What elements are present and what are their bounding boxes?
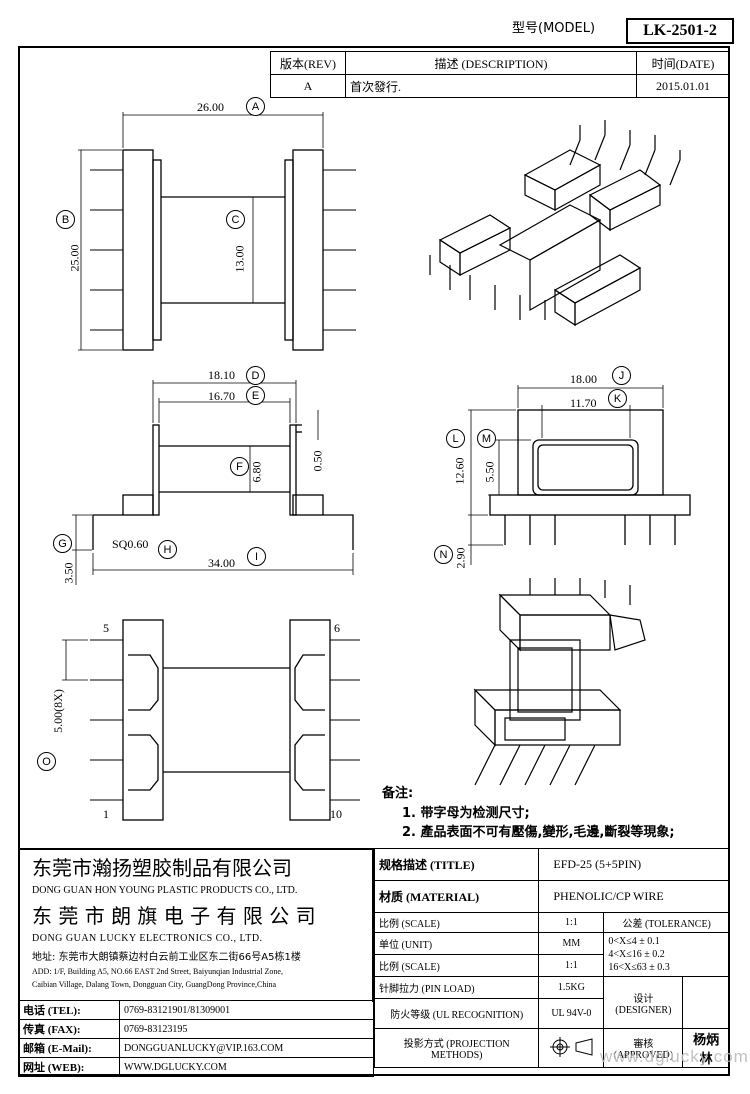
callout-g: G	[53, 534, 72, 553]
company-en-2: DONG GUAN LUCKY ELECTRONICS CO., LTD.	[32, 933, 263, 944]
callout-c: C	[226, 210, 245, 229]
callout-j: J	[612, 366, 631, 385]
callout-b: B	[56, 210, 75, 229]
ul-label: 防火等级 (UL RECOGNITION)	[373, 998, 540, 1029]
model-label: 型号(MODEL)	[512, 21, 596, 36]
designer-value	[682, 976, 730, 1029]
iso-view-top	[429, 120, 681, 327]
dim-d: 18.10	[208, 368, 235, 382]
date-header: 时间(DATE)	[636, 51, 730, 75]
dim-a: 26.00	[197, 100, 224, 114]
company-cn-2: 东 莞 市 朗 旗 电 子 有 限 公 司	[32, 904, 316, 928]
dim-g: 3.50	[61, 562, 76, 584]
unit-label: 单位 (UNIT)	[373, 932, 540, 955]
projection-label: 投影方式 (PROJECTION METHODS)	[373, 1028, 540, 1068]
top-view	[78, 112, 356, 351]
revision-table: 版本(REV) 描述 (DESCRIPTION) 时间(DATE) A 首次發行…	[270, 51, 730, 98]
pin-5-label: 5	[103, 621, 109, 635]
callout-o: O	[37, 752, 56, 771]
dim-k: 11.70	[570, 396, 597, 410]
approver-name: 杨炳林	[682, 1028, 730, 1068]
date-value: 2015.01.01	[636, 74, 730, 98]
dim-h: SQ0.60	[112, 537, 149, 551]
unit-value: MM	[538, 932, 605, 955]
watermark: www.dglucky.com	[600, 1047, 749, 1066]
pin-1-label: 1	[103, 807, 109, 821]
dim-n: 2.90	[453, 547, 468, 569]
address-en-1: ADD: 1/F, Building A5, NO.66 EAST 2nd St…	[32, 967, 283, 976]
address-en-2: Caibian Village, Dalang Town, Dongguan C…	[32, 980, 277, 989]
dim-j: 18.00	[570, 372, 597, 386]
email-label: 邮箱 (E-Mail):	[18, 1038, 120, 1058]
side-view	[468, 385, 691, 565]
callout-l: L	[446, 429, 465, 448]
dim-l: 12.60	[452, 457, 467, 485]
designer-label: 设计 (DESIGNER)	[603, 976, 684, 1029]
fax-value: 0769-83123195	[119, 1019, 374, 1039]
projection-icon	[550, 1036, 593, 1057]
rev-header: 版本(REV)	[270, 51, 346, 75]
callout-i: I	[247, 547, 266, 566]
callout-e: E	[246, 386, 265, 405]
title-value: EFD-25 (5+5PIN)	[538, 848, 730, 881]
drawing-views	[62, 112, 691, 821]
drawing-frame	[18, 46, 730, 1076]
iso-view-bottom	[473, 578, 646, 786]
callout-n: N	[434, 545, 453, 564]
bottom-view	[62, 619, 360, 821]
pin-6-label: 6	[334, 621, 340, 635]
callout-k: K	[608, 389, 627, 408]
tolerance-label: 公差 (TOLERANCE)	[603, 912, 730, 933]
callout-d: D	[246, 366, 265, 385]
address-cn: 地址: 东莞市大朗镇蔡边村白云前工业区东二街66号A5栋1楼	[32, 952, 301, 963]
contact-table: 电话 (TEL): 0769-83121901/81309001 传真 (FAX…	[18, 1000, 374, 1077]
tel-label: 电话 (TEL):	[18, 1000, 120, 1020]
note-2: 2. 產品表面不可有壓傷,變形,毛邊,斷裂等現象;	[402, 825, 675, 840]
company-en-1: DONG GUAN HON YOUNG PLASTIC PRODUCTS CO.…	[32, 885, 298, 896]
notes-title: 备注:	[382, 786, 414, 801]
company-cn-1: 东莞市瀚扬塑胶制品有限公司	[32, 856, 292, 880]
projection-symbol	[538, 1028, 605, 1068]
email-value: DONGGUANLUCKY@VIP.163.COM	[119, 1038, 374, 1058]
scale-value: 1:1	[538, 912, 605, 933]
tolerance-row-1: 0<X≤4 ± 0.1	[608, 936, 660, 947]
fax-label: 传真 (FAX):	[18, 1019, 120, 1039]
web-label: 网址 (WEB):	[18, 1057, 120, 1077]
pin-load-value: 1.5KG	[538, 976, 605, 999]
spec-table: 规格描述 (TITLE) EFD-25 (5+5PIN) 材质 (MATERIA…	[373, 848, 730, 1068]
dim-o: 5.00(8X)	[50, 689, 65, 733]
title-label: 规格描述 (TITLE)	[373, 848, 540, 881]
dim-e: 16.70	[208, 389, 235, 403]
dim-m: 5.50	[482, 461, 497, 483]
material-label: 材质 (MATERIAL)	[373, 880, 540, 913]
pin-load-label: 针脚拉力 (PIN LOAD)	[373, 976, 540, 999]
scale2-label: 比例 (SCALE)	[373, 954, 540, 977]
tolerance-row-3: 16<X≤63 ± 0.3	[608, 962, 670, 973]
dim-c: 13.00	[232, 245, 247, 273]
dim-pin-gap: 0.50	[310, 450, 325, 472]
pin-10-label: 10	[330, 807, 342, 821]
dim-i: 34.00	[208, 556, 235, 570]
tolerance-row-2: 4<X≤16 ± 0.2	[608, 949, 665, 960]
description-value: 首次發行.	[345, 74, 637, 98]
material-value: PHENOLIC/CP WIRE	[538, 880, 730, 913]
model-number: LK-2501-2	[626, 18, 734, 44]
web-value: WWW.DGLUCKY.COM	[119, 1057, 374, 1077]
tel-value: 0769-83121901/81309001	[119, 1000, 374, 1020]
note-1: 1. 带字母为检测尺寸;	[402, 806, 530, 821]
callout-f: F	[230, 457, 249, 476]
dim-f: 6.80	[249, 461, 264, 483]
approved-label: 審核 (APPROVED)	[603, 1028, 684, 1068]
callout-a: A	[246, 97, 265, 116]
dim-b: 25.00	[67, 244, 82, 272]
callout-h: H	[158, 540, 177, 559]
front-view	[72, 380, 354, 585]
scale2-value: 1:1	[538, 954, 605, 977]
company-block: 东莞市瀚扬塑胶制品有限公司 DONG GUAN HON YOUNG PLASTI…	[18, 848, 374, 1002]
ul-value: UL 94V-0	[538, 998, 605, 1029]
scale-label: 比例 (SCALE)	[373, 912, 540, 933]
callout-m: M	[477, 429, 496, 448]
